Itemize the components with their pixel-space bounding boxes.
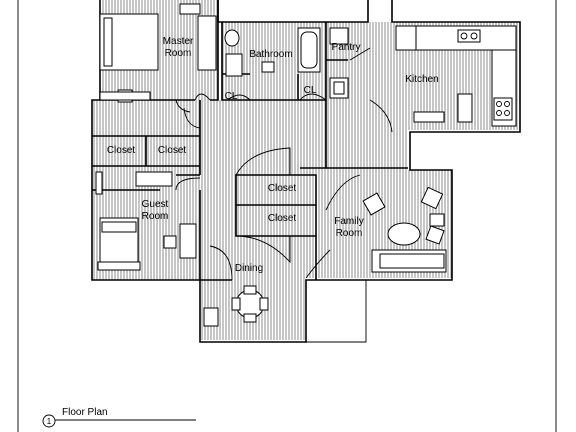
guest-bed <box>97 217 141 271</box>
bath-sink <box>261 61 275 73</box>
label-master-room-line1: Master <box>163 36 194 47</box>
label-dining: Dining <box>235 263 263 274</box>
sheet-frame <box>17 0 557 432</box>
label-closet-center-2: Closet <box>268 213 297 224</box>
guest-dresser <box>135 171 173 187</box>
label-pantry: Pantry <box>332 42 361 53</box>
label-cl-hall: CL <box>304 85 317 96</box>
toilet <box>224 29 240 47</box>
interior-walls <box>92 0 408 281</box>
label-closet-left-2: Closet <box>158 145 187 156</box>
view-number: 1 <box>47 417 52 426</box>
family-room-furniture <box>362 186 447 273</box>
guest-desk <box>179 223 197 259</box>
label-kitchen: Kitchen <box>405 74 438 85</box>
label-master-room-line2: Room <box>165 48 192 59</box>
label-closet-left-1: Closet <box>107 145 136 156</box>
master-dresser <box>197 15 217 71</box>
door-swings <box>175 47 393 281</box>
label-family-room-line2: Room <box>336 228 363 239</box>
label-bathroom: Bathroom <box>249 49 292 60</box>
title-block: 1 Floor Plan <box>42 407 196 428</box>
label-guest-room-line1: Guest <box>142 199 169 210</box>
label-cl-bath: CL <box>225 91 238 102</box>
room-labels: Master Room Bathroom Pantry Kitchen CL C… <box>107 36 439 274</box>
master-desk <box>99 91 151 101</box>
label-closet-center-1: Closet <box>268 183 297 194</box>
view-number-bubble <box>42 414 56 428</box>
master-closet-shelf <box>179 3 201 15</box>
bathtub <box>297 27 321 73</box>
kitchen-counters <box>395 25 517 127</box>
master-bed <box>99 13 159 71</box>
label-guest-room-line2: Room <box>142 211 169 222</box>
pantry-shelves <box>329 27 349 99</box>
label-family-room-line1: Family <box>334 216 363 227</box>
guest-chair <box>163 235 177 249</box>
bath-vanity <box>225 53 243 77</box>
guest-shelf <box>95 171 103 195</box>
view-title: Floor Plan <box>62 407 108 418</box>
dining-table <box>203 285 269 327</box>
